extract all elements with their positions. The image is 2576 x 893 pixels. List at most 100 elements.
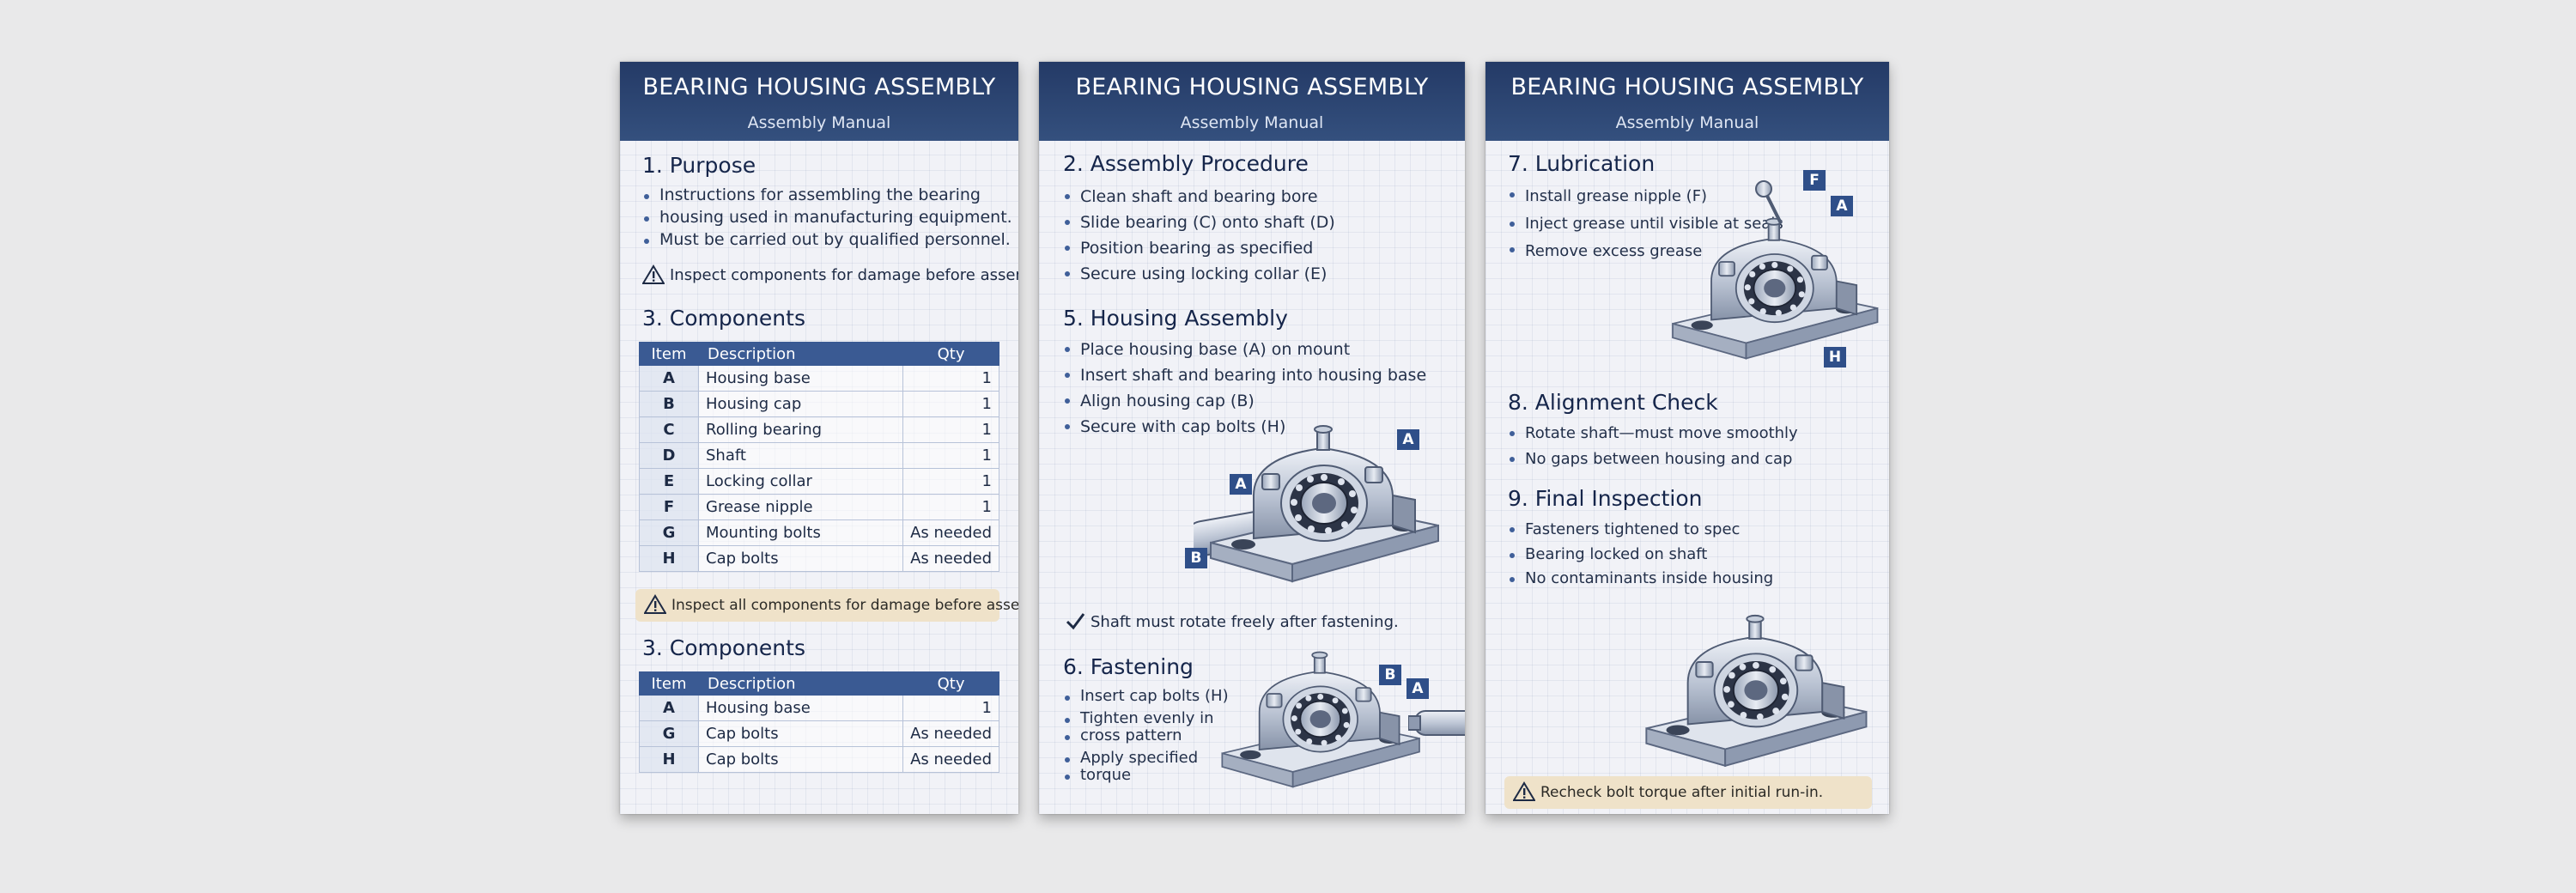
final-assembly-illustration <box>1645 614 1868 767</box>
housing-heading: 5. Housing Assembly <box>1063 306 1288 331</box>
item-id: H <box>639 545 699 572</box>
manual-page-1: BEARING HOUSING ASSEMBLY Assembly Manual… <box>620 62 1018 814</box>
list-item: Apply specified <box>1063 747 1229 769</box>
item-description: Grease nipple <box>697 494 904 520</box>
lubrication-heading: 7. Lubrication <box>1508 151 1656 176</box>
item-id: H <box>639 746 699 773</box>
item-qty: 1 <box>902 494 999 520</box>
list-item: torque <box>1063 764 1229 787</box>
part-label: A <box>1397 429 1419 450</box>
components-heading: 3. Components <box>642 306 805 331</box>
item-id: B <box>639 391 699 417</box>
lubrication-illustration <box>1672 217 1879 360</box>
list-item: Remove excess grease <box>1508 237 1783 266</box>
item-description: Cap bolts <box>697 746 904 773</box>
item-description: Housing base <box>697 365 904 392</box>
part-label: H <box>1824 347 1846 368</box>
item-qty: As needed <box>902 746 999 773</box>
page-header: BEARING HOUSING ASSEMBLY Assembly Manual <box>1485 62 1889 141</box>
components-heading-2: 3. Components <box>642 635 805 660</box>
part-label: A <box>1230 474 1252 495</box>
lubrication-list: Install grease nipple (F) Inject grease … <box>1508 182 1783 266</box>
table-header-row: Item Description Qty <box>639 671 999 696</box>
alignment-list: Rotate shaft—must move smoothly No gaps … <box>1508 421 1798 472</box>
column-header-description: Description <box>697 671 904 696</box>
page-title: BEARING HOUSING ASSEMBLY <box>1075 74 1429 100</box>
item-description: Cap bolts <box>697 545 904 572</box>
list-item: Inject grease until visible at seals <box>1508 211 1783 237</box>
list-item: Instructions for assembling the bearing <box>642 184 1012 206</box>
procedure-list: Clean shaft and bearing bore Slide beari… <box>1063 184 1335 287</box>
fastening-illustration <box>1221 651 1420 788</box>
list-item: Fasteners tightened to spec <box>1508 517 1773 543</box>
final-inspection-heading: 9. Final Inspection <box>1508 486 1703 511</box>
list-item: Slide bearing (C) onto shaft (D) <box>1063 210 1335 235</box>
item-id: G <box>639 519 699 546</box>
part-label: F <box>1803 170 1826 191</box>
page-header: BEARING HOUSING ASSEMBLY Assembly Manual <box>1039 62 1465 141</box>
grease-nipple-illustration <box>1755 180 1783 224</box>
item-description: Locking collar <box>697 468 904 495</box>
item-id: E <box>639 468 699 495</box>
list-item: Place housing base (A) on mount <box>1063 337 1426 362</box>
list-item: Align housing cap (B) <box>1063 388 1426 414</box>
item-qty: 1 <box>902 695 999 721</box>
callout-text: Recheck bolt torque after initial run-in… <box>1540 784 1824 801</box>
fastening-list: Insert cap bolts (H) Tighten evenly in c… <box>1063 685 1229 787</box>
page-header: BEARING HOUSING ASSEMBLY Assembly Manual <box>620 62 1018 141</box>
item-qty: 1 <box>902 442 999 469</box>
page-subtitle: Assembly Manual <box>1180 113 1324 132</box>
list-item: No gaps between housing and cap <box>1508 446 1798 472</box>
check-text: Shaft must rotate freely after fastening… <box>1091 613 1399 631</box>
page-subtitle: Assembly Manual <box>747 113 891 132</box>
part-label: A <box>1831 196 1853 216</box>
item-qty: 1 <box>902 468 999 495</box>
list-item: Secure using locking collar (E) <box>1063 261 1335 287</box>
page-subtitle: Assembly Manual <box>1615 113 1759 132</box>
item-id: A <box>639 365 699 392</box>
manual-page-3: BEARING HOUSING ASSEMBLY Assembly Manual… <box>1485 62 1889 814</box>
list-item: Must be carried out by qualified personn… <box>642 228 1012 251</box>
item-qty: As needed <box>902 720 999 747</box>
list-item: Insert cap bolts (H) <box>1063 685 1229 708</box>
column-header-qty: Qty <box>902 671 999 696</box>
manual-page-2: BEARING HOUSING ASSEMBLY Assembly Manual… <box>1039 62 1465 814</box>
torque-callout: Recheck bolt torque after initial run-in… <box>1504 776 1872 809</box>
bearing-housing-illustration <box>1194 425 1439 582</box>
item-qty: 1 <box>902 391 999 417</box>
item-description: Housing cap <box>697 391 904 417</box>
list-item: Bearing locked on shaft <box>1508 543 1773 567</box>
purpose-heading: 1. Purpose <box>642 153 756 178</box>
list-item: No contaminants inside housing <box>1508 567 1773 591</box>
warning-icon <box>1512 781 1536 801</box>
page-title: BEARING HOUSING ASSEMBLY <box>1510 74 1864 100</box>
final-inspection-list: Fasteners tightened to spec Bearing lock… <box>1508 517 1773 591</box>
checkmark-icon <box>1066 613 1085 630</box>
list-item: Clean shaft and bearing bore <box>1063 184 1335 210</box>
list-item: Rotate shaft—must move smoothly <box>1508 421 1798 446</box>
list-item: Position bearing as specified <box>1063 235 1335 261</box>
part-label: B <box>1185 548 1207 568</box>
column-header-description: Description <box>697 342 904 366</box>
purpose-list: Instructions for assembling the bearing … <box>642 184 1012 251</box>
column-header-item: Item <box>639 671 699 696</box>
item-id: F <box>639 494 699 520</box>
column-header-item: Item <box>639 342 699 366</box>
warning-icon <box>641 264 665 284</box>
item-description: Mounting bolts <box>697 519 904 546</box>
procedure-heading: 2. Assembly Procedure <box>1063 151 1309 176</box>
item-description: Rolling bearing <box>697 416 904 443</box>
list-item: cross pattern <box>1063 725 1229 747</box>
item-description: Shaft <box>697 442 904 469</box>
